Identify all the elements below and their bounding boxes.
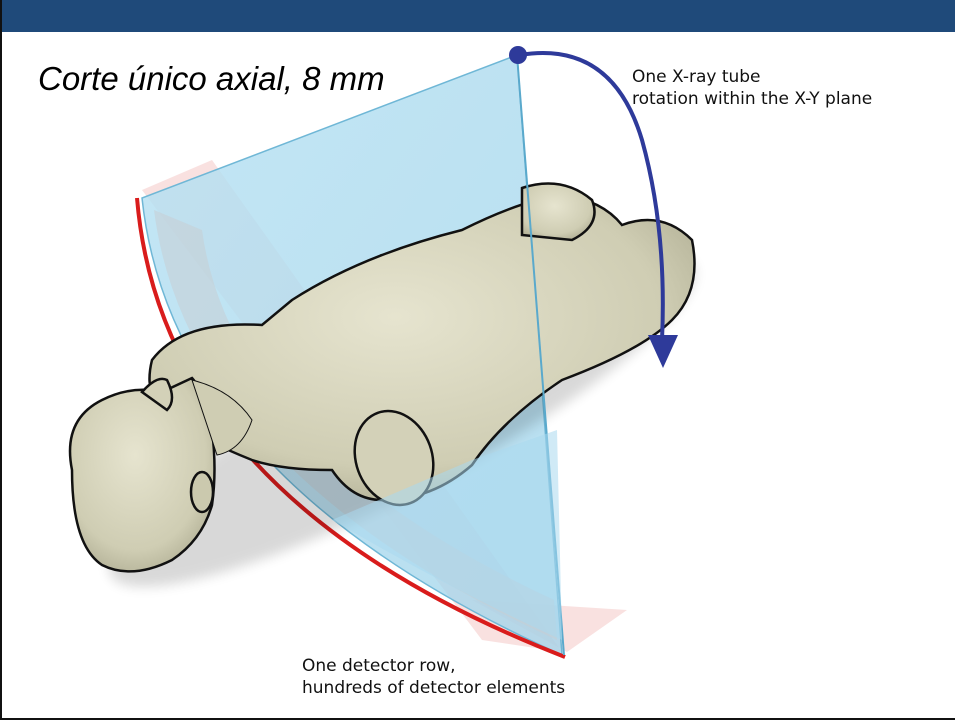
slide-title: Corte único axial, 8 mm bbox=[38, 60, 385, 98]
detector-row-line1: One detector row, bbox=[302, 655, 565, 677]
x-ray-tube-dot bbox=[509, 46, 527, 64]
tube-rotation-line1: One X-ray tube bbox=[632, 66, 872, 88]
rotation-arrowhead bbox=[648, 335, 678, 368]
tube-rotation-line2: rotation within the X-Y plane bbox=[632, 88, 872, 110]
detector-row-line2: hundreds of detector elements bbox=[302, 677, 565, 699]
tube-rotation-caption: One X-ray tube rotation within the X-Y p… bbox=[632, 66, 872, 110]
detector-row-caption: One detector row, hundreds of detector e… bbox=[302, 655, 565, 699]
